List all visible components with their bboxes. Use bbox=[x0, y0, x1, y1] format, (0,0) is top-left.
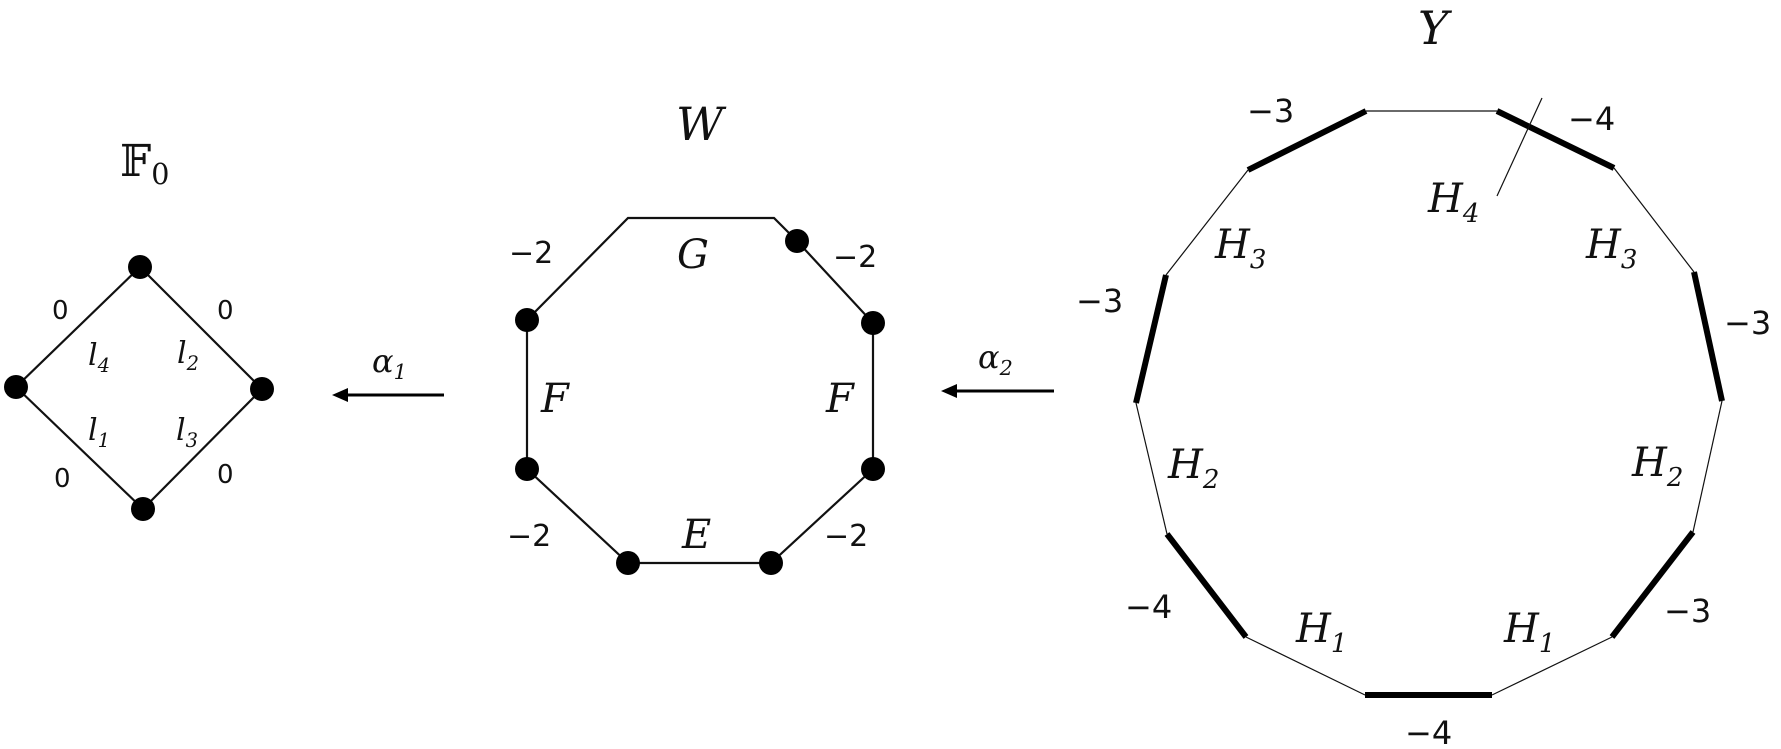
f0-edge-l4 bbox=[15, 266, 141, 388]
f0-weight-l2: 0 bbox=[217, 296, 234, 326]
f0-label-l1: l1 bbox=[88, 413, 110, 452]
y-weight: −3 bbox=[1724, 304, 1771, 342]
y-exceptional-edge bbox=[1495, 108, 1616, 171]
alpha2-label: α2 bbox=[978, 338, 1013, 380]
y-weight: −3 bbox=[1247, 92, 1294, 130]
w-vertex bbox=[515, 457, 539, 481]
y-weight: −3 bbox=[1076, 282, 1123, 320]
w-weight-top-right: −2 bbox=[833, 240, 877, 275]
w-vertex bbox=[759, 551, 783, 575]
y-exceptional-edge bbox=[1133, 274, 1169, 404]
f0-edge-l2 bbox=[139, 266, 263, 390]
y-curve-edge bbox=[1245, 636, 1366, 696]
y-weight: −4 bbox=[1405, 714, 1452, 749]
f0-edge-l1 bbox=[15, 386, 144, 510]
alpha1-arrow: α1 bbox=[332, 342, 444, 402]
f0-label-l2: l2 bbox=[177, 336, 199, 375]
y-curve-edge bbox=[1491, 636, 1613, 696]
y-curve-label: H2 bbox=[1631, 440, 1683, 493]
f0-vertex-bottom bbox=[131, 497, 155, 521]
y-weight: −3 bbox=[1664, 592, 1711, 630]
f0-label-l3: l3 bbox=[176, 413, 198, 452]
y-h4-line bbox=[1496, 97, 1543, 197]
y-curve-label: H3 bbox=[1585, 222, 1637, 275]
w-vertex bbox=[616, 551, 640, 575]
w-weight-top-left: −2 bbox=[509, 236, 553, 271]
y-exceptional-edge bbox=[1246, 108, 1368, 173]
y-curve-label: H1 bbox=[1295, 606, 1347, 659]
y-curve-label: H4 bbox=[1427, 176, 1479, 229]
w-label-left: F bbox=[540, 376, 570, 422]
w-diagram: W G F F E −2 −2 −2 −2 bbox=[507, 97, 885, 575]
f0-vertex-right bbox=[250, 377, 274, 401]
y-curve-edge bbox=[1613, 167, 1695, 273]
f0-diagram: 𝔽0 l4 l2 l1 l3 0 0 0 0 bbox=[4, 136, 274, 521]
w-vertex bbox=[861, 457, 885, 481]
w-weight-bottom-left: −2 bbox=[507, 519, 551, 554]
w-label-top: G bbox=[677, 232, 709, 278]
y-curve-label: H1 bbox=[1503, 606, 1555, 659]
f0-weight-l4: 0 bbox=[52, 296, 69, 326]
y-diagram: Y −3 −4 −3 −3 −4 −3 −4 H3 H3 H4 H2 H2 H1 bbox=[1076, 1, 1771, 749]
w-weight-bottom-right: −2 bbox=[824, 519, 868, 554]
y-weight: −4 bbox=[1125, 588, 1172, 626]
f0-weight-l1: 0 bbox=[54, 464, 71, 494]
alpha1-label: α1 bbox=[372, 342, 407, 384]
w-label-bottom: E bbox=[681, 512, 711, 558]
w-vertex bbox=[515, 308, 539, 332]
w-vertex bbox=[785, 229, 809, 253]
w-vertex bbox=[861, 311, 885, 335]
y-curve-edge bbox=[1165, 169, 1249, 276]
alpha2-arrow: α2 bbox=[941, 338, 1054, 398]
y-curve-label: H3 bbox=[1214, 222, 1266, 275]
f0-weight-l3: 0 bbox=[217, 460, 234, 490]
f0-title: 𝔽0 bbox=[120, 136, 169, 191]
f0-vertex-top bbox=[128, 255, 152, 279]
y-exceptional-edge bbox=[1691, 271, 1725, 402]
w-title: W bbox=[676, 97, 727, 151]
f0-label-l4: l4 bbox=[88, 338, 110, 377]
alpha1-arrow-head bbox=[332, 388, 348, 402]
y-title: Y bbox=[1418, 1, 1453, 55]
y-exceptional-edge bbox=[1164, 532, 1249, 639]
y-curve-edge bbox=[1692, 400, 1723, 533]
y-exceptional-edge bbox=[1609, 530, 1696, 639]
w-octagon bbox=[525, 216, 875, 565]
w-label-right: F bbox=[825, 376, 855, 422]
y-weight: −4 bbox=[1568, 100, 1615, 138]
f0-edge-l3 bbox=[142, 388, 263, 510]
y-curve-label: H2 bbox=[1167, 442, 1219, 495]
f0-vertex-left bbox=[4, 375, 28, 399]
alpha2-arrow-head bbox=[941, 384, 957, 398]
y-curve-edge bbox=[1135, 402, 1168, 535]
